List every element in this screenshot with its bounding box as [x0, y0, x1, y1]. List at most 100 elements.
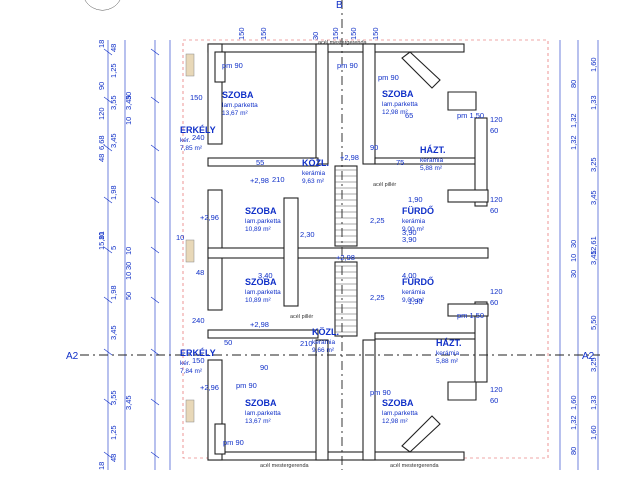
- dim-left-outer: 3,55: [109, 95, 118, 110]
- walls: [207, 43, 489, 461]
- room-name: FÜRDŐ: [402, 205, 434, 216]
- room-floor: lam.parketta: [245, 289, 281, 296]
- dim-left-outer: 3,45: [109, 133, 118, 148]
- dim-misc: 60: [490, 206, 498, 215]
- room-floor: lam.parketta: [382, 410, 418, 417]
- pillar-label-bottom: acél pillér: [290, 314, 313, 320]
- dim-misc: pm 90: [337, 61, 358, 70]
- dim-left-outer: 1,25: [109, 425, 118, 440]
- level-markers: +2,98+2,98+2,96+2,98+2,96+2,98: [200, 153, 359, 392]
- dim-misc: 90: [260, 363, 268, 372]
- room-name: HÁZT.: [436, 338, 462, 348]
- dim-right-mid: 30: [569, 270, 578, 278]
- dim-right-outer: 3,25: [589, 357, 598, 372]
- room-name: SZOBA: [245, 277, 277, 287]
- dim-left-outer: 1,98: [109, 285, 118, 300]
- dim-misc: 90: [370, 143, 378, 152]
- room-floor: kerámia: [402, 218, 426, 225]
- room-name: KÖZL.: [312, 327, 339, 337]
- dim-right-outer: 3,25: [589, 157, 598, 172]
- dim-misc: pm 1,50: [457, 311, 484, 320]
- room-name: HÁZT.: [420, 145, 446, 155]
- room-name: SZOBA: [222, 90, 254, 100]
- dim-top: 150: [259, 27, 268, 40]
- railing-markers: [185, 53, 195, 423]
- room-area: 5,88 m²: [436, 358, 459, 365]
- pillar-label-top: acél pillér: [373, 182, 396, 188]
- dim-left-inner: 10: [124, 272, 133, 280]
- dim-misc: 10: [176, 233, 184, 242]
- room-area: 7,84 m²: [180, 368, 203, 375]
- dim-top: 150: [237, 27, 246, 40]
- stair-treads: [335, 169, 357, 333]
- level-marker: +2,96: [200, 213, 219, 222]
- room-area: 13,67 m²: [222, 110, 248, 117]
- dim-top: 30: [311, 32, 320, 40]
- dim-left-inner: 3,45: [124, 395, 133, 410]
- dim-misc: 2,30: [300, 230, 315, 239]
- dim-misc: pm 1,50: [457, 111, 484, 120]
- dim-left-inner: 50: [124, 292, 133, 300]
- dim-right-mid: 10: [569, 254, 578, 262]
- dim-misc: pm 90: [222, 61, 243, 70]
- room-floor: lam.parketta: [245, 410, 281, 417]
- dim-left-inner: 10: [124, 247, 133, 255]
- dim-left-outer: 48: [109, 44, 118, 52]
- dim-misc: 120: [490, 115, 503, 124]
- dim-misc: 1,90: [408, 297, 423, 306]
- dim-misc: 240: [192, 316, 205, 325]
- dim-misc: pm 90: [378, 73, 399, 82]
- room-area: 13,67 m²: [245, 418, 271, 425]
- dim-left-inner: 30: [124, 262, 133, 270]
- section-label-top: B: [336, 0, 343, 11]
- room-name: ERKÉLY: [180, 348, 216, 358]
- dim-top: 150: [349, 27, 358, 40]
- room-area: 10,89 m²: [245, 226, 271, 233]
- dim-misc: 75: [396, 158, 404, 167]
- section-label-left: A2: [66, 351, 79, 362]
- room-area: 9,63 m²: [302, 178, 325, 185]
- room-name: SZOBA: [382, 398, 414, 408]
- level-marker: +2,98: [336, 253, 355, 262]
- room-area: 9,00 m²: [402, 226, 425, 233]
- dim-misc: 3,90: [402, 228, 417, 237]
- dim-top: 150: [331, 27, 340, 40]
- dim-left-inner: 3,45: [124, 95, 133, 110]
- dim-right-outer: 1,60: [589, 425, 598, 440]
- room-area: 12,98 m²: [382, 109, 408, 116]
- left-dimension-chains: 481,253,553,451,9851,983,453,551,2548189…: [97, 40, 171, 470]
- section-label-right: A2: [582, 351, 595, 362]
- dim-misc: 60: [490, 396, 498, 405]
- room-floor: kerámia: [436, 350, 460, 357]
- dim-right-mid: 80: [569, 447, 578, 455]
- dim-misc: 240: [192, 133, 205, 142]
- dim-misc: 210: [272, 175, 285, 184]
- site-boundary: [182, 39, 549, 459]
- beam-bottom-label-2: acél mestergerenda: [390, 463, 440, 469]
- dim-misc: 120: [490, 195, 503, 204]
- room-area: 10,89 m²: [245, 297, 271, 304]
- dim-right-outer: 1,33: [589, 95, 598, 110]
- room-floor: kerámia: [420, 157, 444, 164]
- dim-right-mid: 30: [569, 240, 578, 248]
- dim-left-inner: 30: [124, 92, 133, 100]
- level-marker: +2,98: [250, 176, 269, 185]
- room-floor: kerámia: [402, 289, 426, 296]
- dim-right-mid: 1,60: [569, 395, 578, 410]
- dim-left-mid: 15,81: [97, 231, 106, 250]
- dim-misc: pm 90: [223, 438, 244, 447]
- dim-right-outer: 5,50: [589, 315, 598, 330]
- dim-right-mid: 80: [569, 80, 578, 88]
- dim-left-mid: 10: [97, 232, 106, 240]
- room-name: FÜRDŐ: [402, 276, 434, 287]
- dim-left-mid: 48: [97, 154, 106, 162]
- room-floor: lam.parketta: [382, 101, 418, 108]
- dim-left-outer: 3,55: [109, 390, 118, 405]
- dim-right-outer: 12,61: [589, 236, 598, 255]
- dim-right-outer: 1,60: [589, 57, 598, 72]
- room-area: 5,88 m²: [420, 165, 443, 172]
